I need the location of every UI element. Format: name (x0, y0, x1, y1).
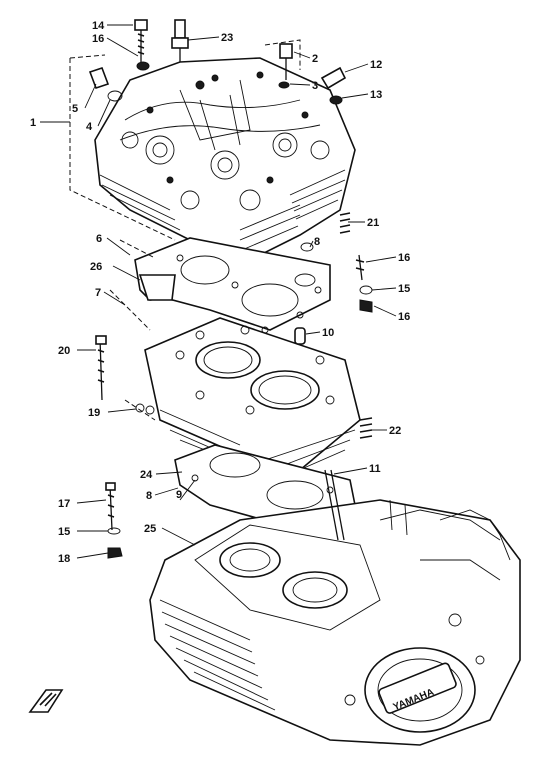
callout-3: 3 (312, 80, 318, 92)
callout-17: 17 (58, 498, 70, 510)
leader-lines (40, 24, 397, 559)
callout-21: 21 (367, 217, 379, 229)
callout-10: 10 (322, 327, 334, 339)
callout-16: 16 (92, 33, 104, 45)
callout-8: 8 (146, 490, 152, 502)
front-arrow-icon (28, 689, 64, 713)
callout-4: 4 (86, 121, 93, 133)
callout-labels: 14 16 23 2 12 3 13 5 4 1 21 6 8 16 26 15… (30, 20, 410, 565)
callout-22: 22 (389, 425, 401, 437)
callout-18: 18 (58, 553, 70, 565)
callout-5: 5 (72, 103, 78, 115)
callout-8: 8 (314, 236, 320, 248)
callout-13: 13 (370, 89, 382, 101)
callout-16: 16 (398, 311, 410, 323)
callout-26: 26 (90, 261, 102, 273)
callout-2: 2 (312, 53, 318, 65)
side-fasteners (95, 212, 373, 559)
callout-19: 19 (88, 407, 100, 419)
callout-15: 15 (398, 283, 410, 295)
head-fasteners (88, 19, 347, 105)
callout-1: 1 (30, 117, 36, 129)
head-gasket (134, 237, 331, 334)
callout-25: 25 (144, 523, 156, 535)
callout-24: 24 (140, 469, 153, 481)
callout-14: 14 (92, 20, 105, 32)
callout-11: 11 (369, 463, 381, 475)
callout-6: 6 (96, 233, 102, 245)
callout-9: 9 (176, 489, 182, 501)
callout-16: 16 (398, 252, 410, 264)
cylinder-head (69, 39, 356, 261)
callout-15: 15 (58, 526, 70, 538)
callout-7: 7 (95, 287, 101, 299)
callout-12: 12 (370, 59, 382, 71)
callout-23: 23 (221, 32, 233, 44)
callout-20: 20 (58, 345, 70, 357)
crankcase: YAMAHA (149, 499, 521, 746)
